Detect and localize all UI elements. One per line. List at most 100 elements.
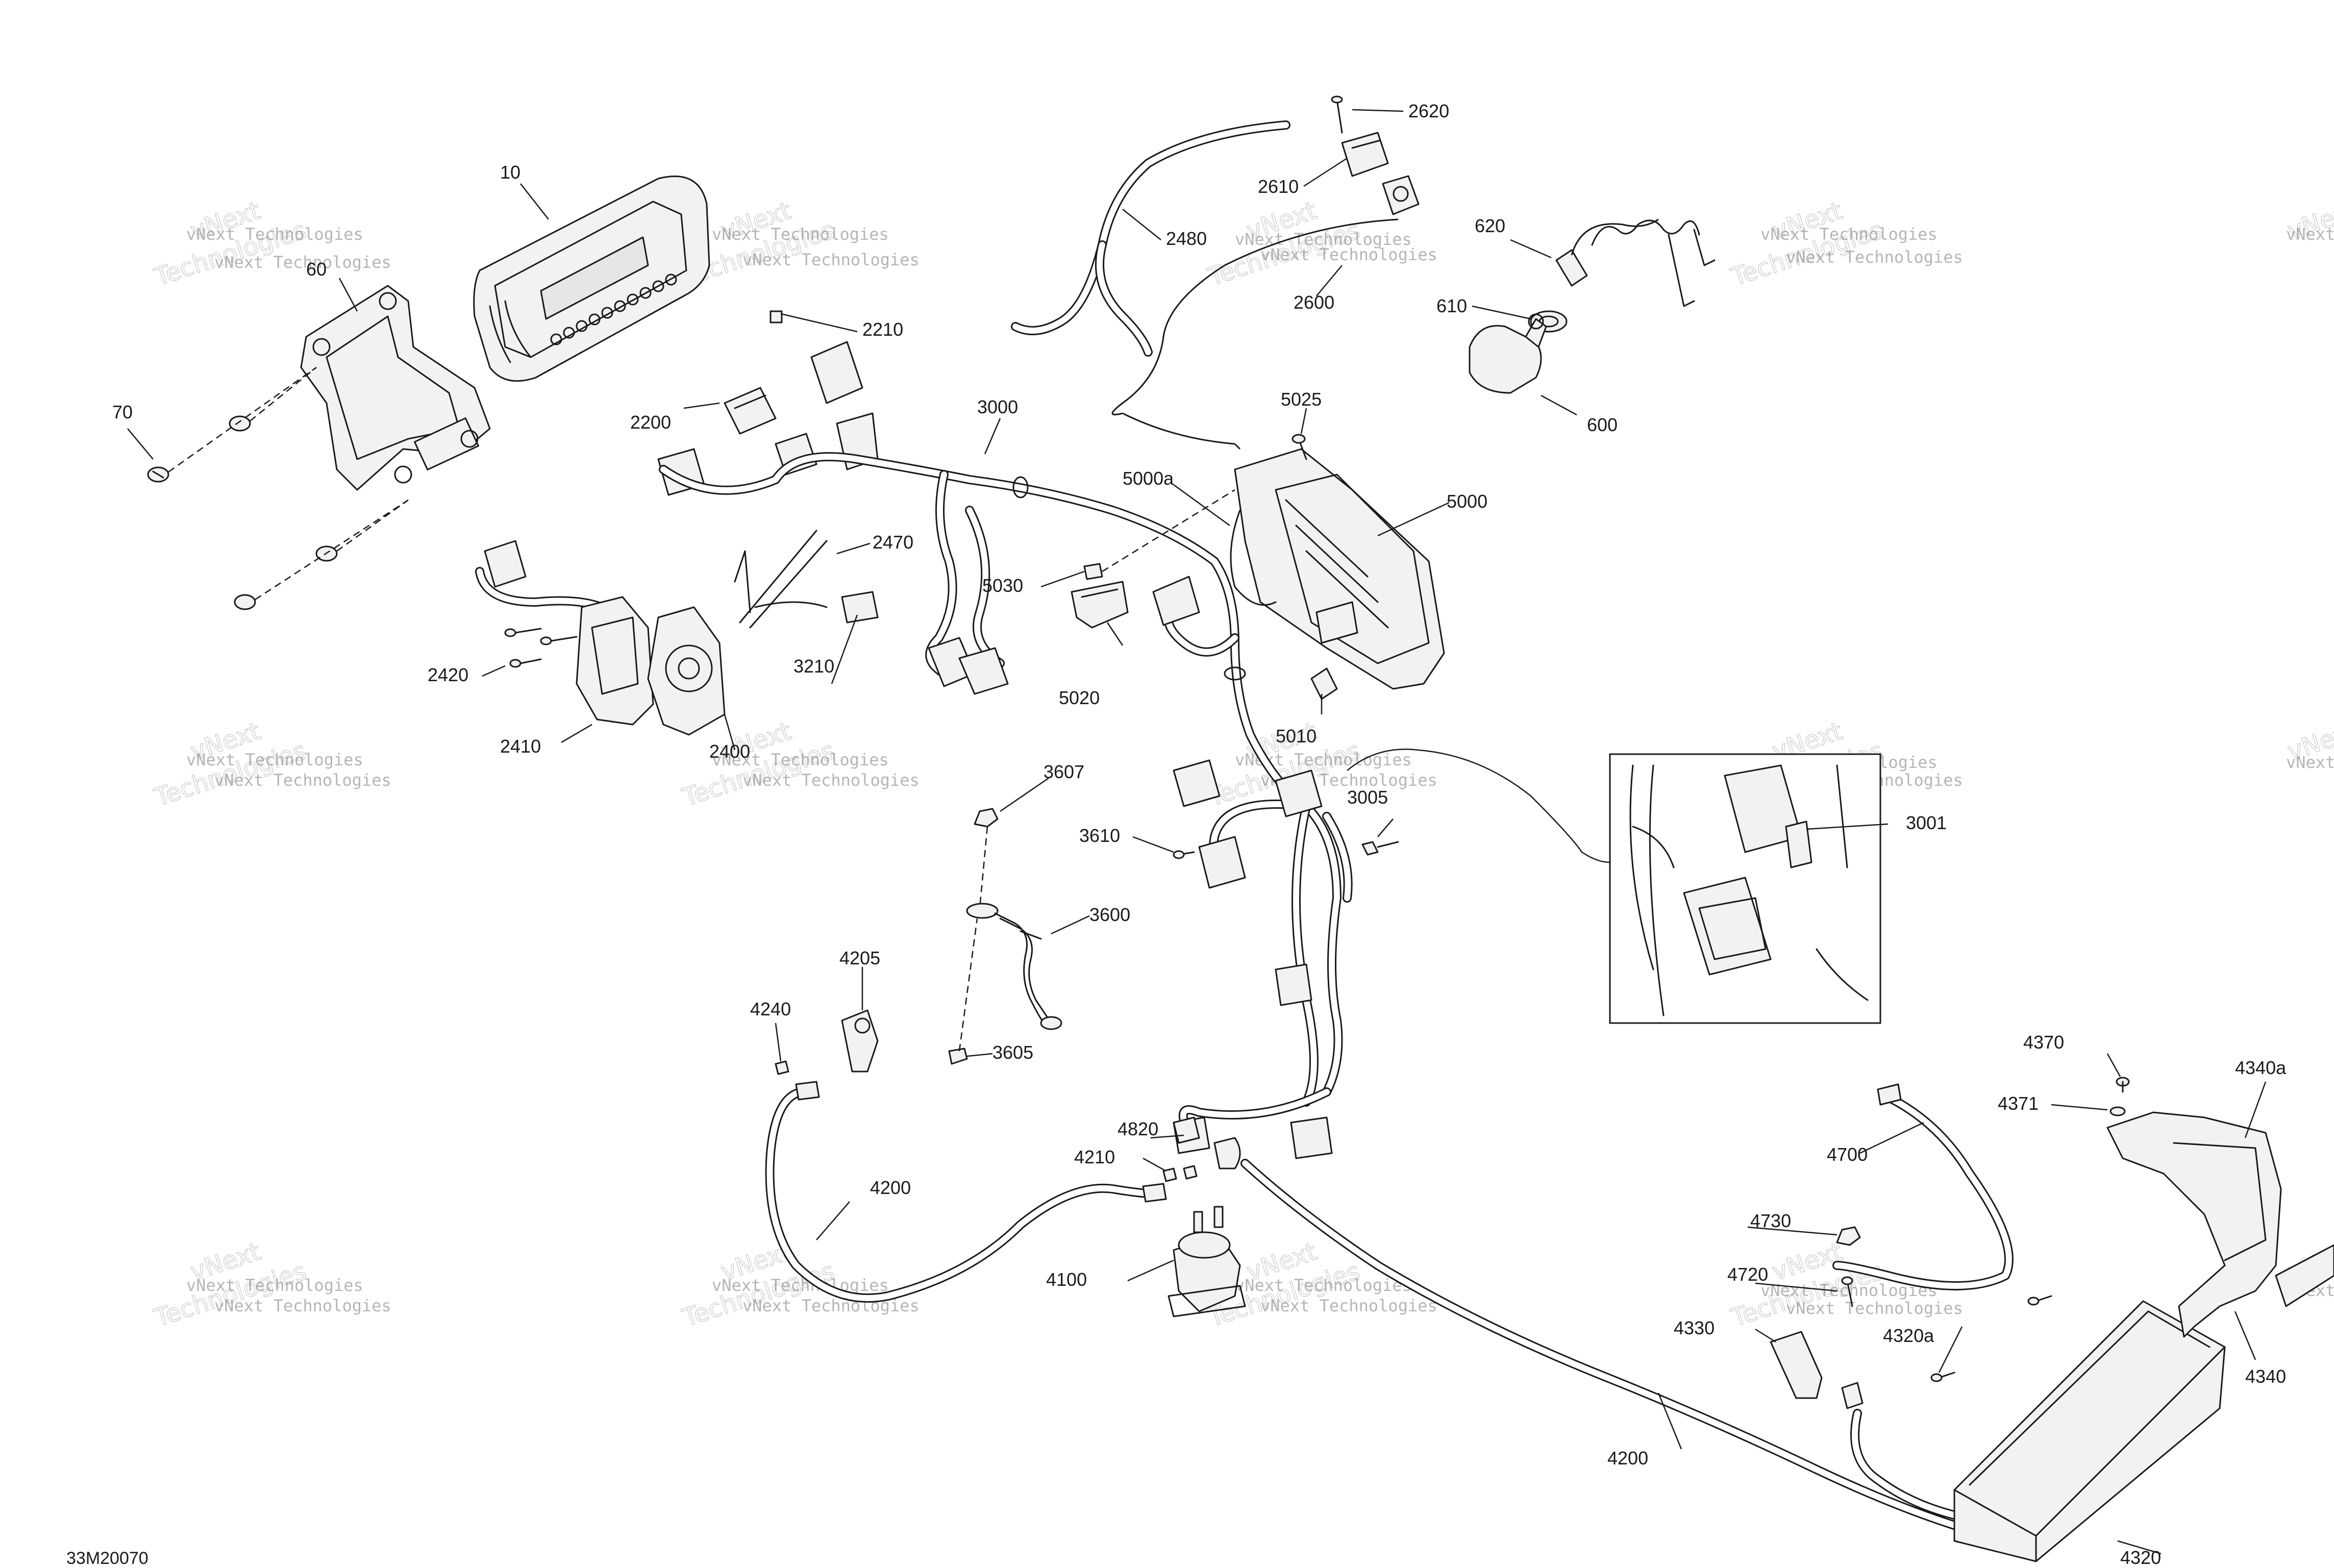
callout-4240: 4240 <box>750 999 791 1019</box>
callout-3005: 3005 <box>1347 787 1388 808</box>
pin-2620-part <box>1331 95 1343 134</box>
callout-4205: 4205 <box>839 948 880 968</box>
callout-4200-a: 4200 <box>870 1177 911 1198</box>
screw-4370-part <box>2116 1077 2130 1093</box>
svg-text:vNext Technologies: vNext Technologies <box>214 1296 391 1315</box>
detail-3001-link <box>1347 749 1610 863</box>
hose-2480-part <box>1011 120 1290 357</box>
detail-view-3001 <box>1609 753 1881 1024</box>
watermark-7: vNext Technologies vNext Technologies vN… <box>679 716 920 812</box>
watermark-1: vNext Technologies vNext Technologies vN… <box>151 196 391 292</box>
callout-5020: 5020 <box>1059 687 1100 708</box>
nut-4210-part <box>1162 1165 1198 1182</box>
watermark-6: vNext Technologies vNext Technologies vN… <box>151 716 391 812</box>
bolt-3005-part <box>1361 841 1399 856</box>
watermark-8: vNext Technologies vNext Technologies vN… <box>1204 716 1437 812</box>
nut-3607-part <box>974 808 999 909</box>
watermark-10: vNext vNext Technologies <box>2284 716 2334 772</box>
callout-4820: 4820 <box>1118 1118 1158 1139</box>
watermark-4: vNext Technologies vNext Technologies vN… <box>1727 196 1963 292</box>
indicator-lights <box>550 273 677 345</box>
svg-text:vNext Technologies: vNext Technologies <box>1260 1296 1437 1315</box>
callout-70: 70 <box>112 402 133 422</box>
callout-4340a: 4340a <box>2235 1057 2287 1078</box>
svg-text:vNext Technologies: vNext Technologies <box>186 750 363 769</box>
watermark-12: vNext Technologies vNext Technologies vN… <box>679 1237 920 1333</box>
svg-text:vNext Technologies: vNext Technologies <box>186 1276 363 1295</box>
solenoid-4100-part <box>1168 1206 1246 1317</box>
callout-4200-b: 4200 <box>1607 1448 1648 1469</box>
reference-code: 33M20070 <box>66 1549 148 1568</box>
callout-3000: 3000 <box>977 396 1018 417</box>
gauge-cluster-part <box>473 176 710 382</box>
callout-2410: 2410 <box>500 736 541 757</box>
svg-text:vNext Technologies: vNext Technologies <box>2286 225 2334 244</box>
callout-2200: 2200 <box>630 412 671 433</box>
bracket-5020-part <box>1071 581 1129 629</box>
callout-10: 10 <box>500 162 520 183</box>
nut-4240-part <box>775 1060 789 1075</box>
handlebar-switch-2400-part <box>475 530 828 736</box>
svg-text:vNext Technologies: vNext Technologies <box>1760 225 1938 244</box>
cluster-bracket-part <box>300 285 491 491</box>
svg-text:vNext Technologies: vNext Technologies <box>712 750 889 769</box>
callout-3210: 3210 <box>793 656 834 677</box>
callout-60: 60 <box>306 259 327 280</box>
svg-text:vNext Technologies: vNext Technologies <box>742 770 920 790</box>
screw-2420-part <box>504 628 578 668</box>
bolt-3610-part <box>1173 850 1195 859</box>
svg-text:vNext Technologies: vNext Technologies <box>712 1276 889 1295</box>
callout-4330: 4330 <box>1674 1317 1715 1338</box>
ecm-5000-part <box>1230 448 1445 690</box>
svg-text:vNext Technologies: vNext Technologies <box>1786 247 1963 267</box>
callout-3607: 3607 <box>1044 761 1084 782</box>
callout-3001: 3001 <box>1906 812 1947 833</box>
clip-5010-part <box>1310 667 1338 700</box>
callout-2470: 2470 <box>873 532 913 553</box>
washer-4371-part <box>2109 1106 2126 1116</box>
callout-4720: 4720 <box>1727 1264 1768 1285</box>
wire-2600-part <box>1111 218 1399 450</box>
switch-600-part <box>1469 313 1547 394</box>
ground-cable-3600-part <box>966 903 1062 1030</box>
callout-2620: 2620 <box>1408 101 1449 121</box>
nut-5030-part <box>1083 489 1235 580</box>
svg-text:vNext Technologies: vNext Technologies <box>1260 245 1437 264</box>
watermark-2: vNext Technologies vNext Technologies vN… <box>679 196 920 292</box>
callout-2420: 2420 <box>428 664 468 685</box>
callout-5010: 5010 <box>1276 726 1317 746</box>
bracket-4340-part <box>2106 1111 2334 1338</box>
cable-4700-part <box>1832 1083 2014 1290</box>
watermark-5: vNext vNext Technologies <box>2284 196 2334 246</box>
callout-2210: 2210 <box>862 319 903 340</box>
callout-4371: 4371 <box>1998 1093 2039 1114</box>
callout-4100: 4100 <box>1046 1269 1087 1290</box>
leader-lines <box>127 109 2267 1555</box>
svg-text:vNext Technologies: vNext Technologies <box>742 250 920 269</box>
plug-2600-part <box>1382 175 1420 215</box>
connector-3210-part <box>754 591 879 624</box>
callout-5025: 5025 <box>1281 389 1322 410</box>
callout-4320a: 4320a <box>1883 1325 1934 1346</box>
callout-4340: 4340 <box>2245 1366 2286 1387</box>
callout-2400: 2400 <box>709 741 750 762</box>
svg-text:vNext Technologies: vNext Technologies <box>1235 230 1412 249</box>
callout-4210: 4210 <box>1074 1147 1115 1167</box>
callout-5000: 5000 <box>1447 491 1487 512</box>
callout-4370: 4370 <box>2023 1032 2064 1053</box>
callout-4700: 4700 <box>1827 1144 1868 1165</box>
bolt-3605-part <box>948 918 978 1065</box>
callout-4320: 4320 <box>2120 1547 2161 1568</box>
battery-4320-part <box>1953 1300 2226 1562</box>
boot-4330-part <box>1770 1331 1823 1399</box>
svg-text:vNext Technologies: vNext Technologies <box>1786 1299 1963 1318</box>
callout-5000a: 5000a <box>1123 468 1174 489</box>
lanyard-620-part <box>1555 218 1716 307</box>
nut-4730-part <box>1836 1226 1861 1246</box>
switch-2610-part <box>1341 132 1389 177</box>
svg-text:vNext Technologies: vNext Technologies <box>712 225 889 244</box>
svg-text:vNext Technologies: vNext Technologies <box>1235 1276 1412 1295</box>
callout-600: 600 <box>1587 414 1618 435</box>
callout-3605: 3605 <box>992 1042 1033 1063</box>
